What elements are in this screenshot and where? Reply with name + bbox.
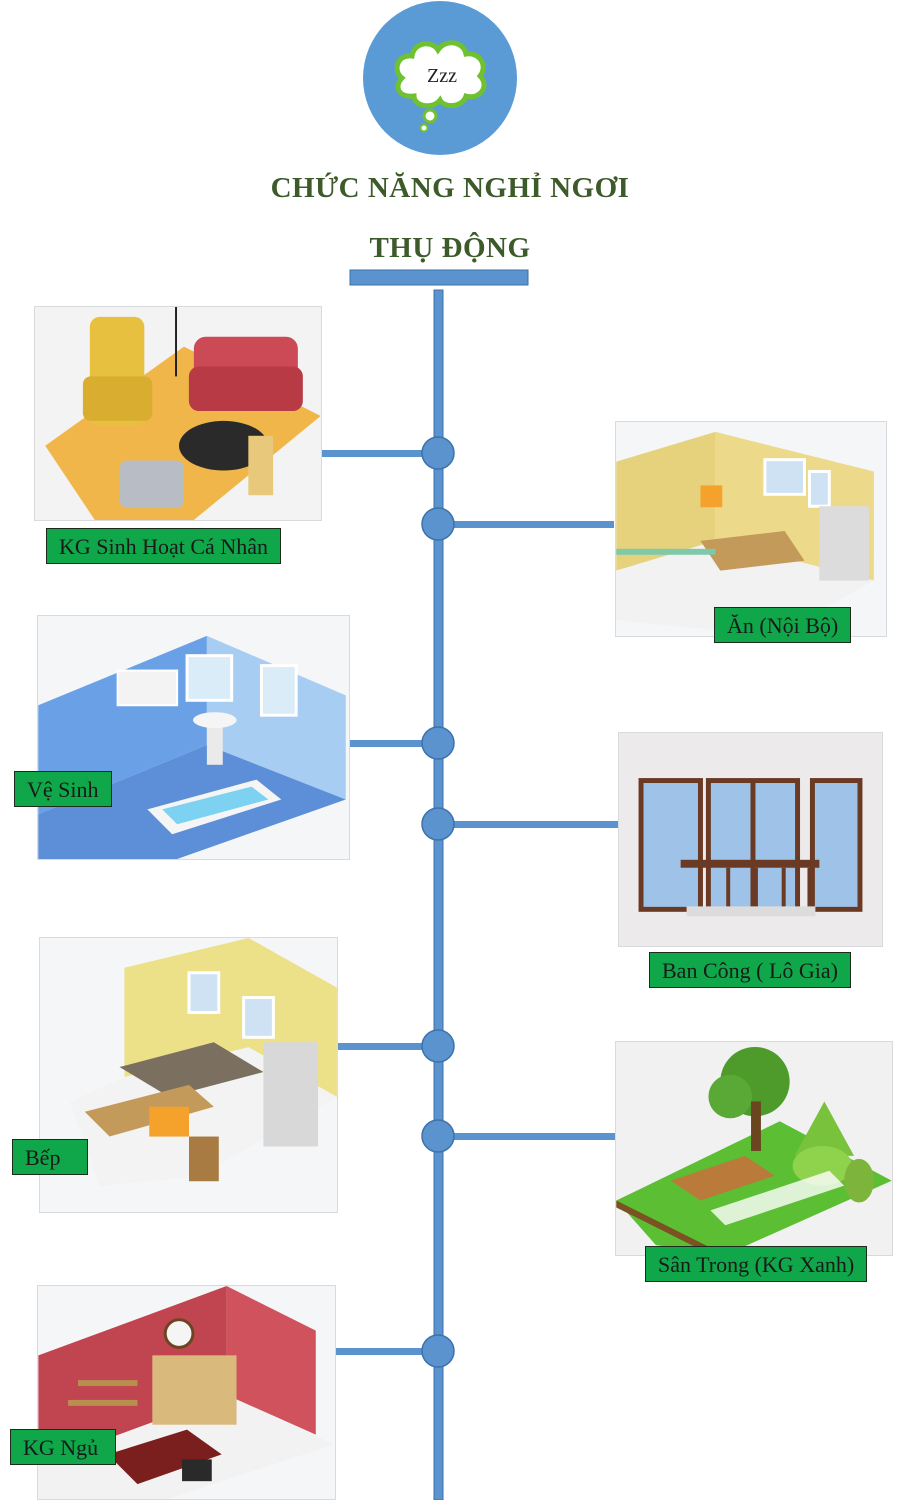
node-bedroom [421, 1334, 455, 1368]
node-dining [421, 507, 455, 541]
living-room-illustration [34, 306, 322, 521]
connector-bath [350, 740, 438, 747]
room-label-kitchen: Bếp [12, 1139, 88, 1175]
bedroom-illustration [37, 1285, 336, 1500]
balcony-illustration [618, 732, 883, 947]
connector-courtyard [438, 1133, 616, 1140]
room-label-dining: Ăn (Nội Bộ) [714, 607, 852, 643]
sleep-icon: Zzz [362, 0, 518, 156]
sleep-icon-text: Zzz [427, 65, 457, 87]
connector-living [322, 450, 438, 457]
timeline-top-bar [349, 269, 529, 286]
node-courtyard [421, 1119, 455, 1153]
node-kitchen [421, 1029, 455, 1063]
room-label-living: KG Sinh Hoạt Cá Nhân [46, 528, 281, 564]
connector-balcony [438, 821, 618, 828]
node-balcony [421, 807, 455, 841]
room-label-balcony: Ban Công ( Lô Gia) [649, 952, 851, 988]
connector-bedroom [336, 1348, 438, 1355]
courtyard-illustration [615, 1041, 893, 1256]
page-title: CHỨC NĂNG NGHỈ NGƠI [270, 172, 630, 204]
connector-kitchen [338, 1043, 438, 1050]
node-bath [421, 726, 455, 760]
room-label-bedroom: KG Ngủ [10, 1429, 116, 1465]
connector-dining [438, 521, 614, 528]
page-subtitle: THỤ ĐỘNG [369, 232, 531, 264]
node-living [421, 436, 455, 470]
dining-room-illustration [615, 421, 887, 637]
timeline-spine [433, 289, 444, 1501]
room-label-bath: Vệ Sinh [14, 771, 112, 807]
bathroom-illustration [37, 615, 350, 860]
kitchen-illustration [39, 937, 338, 1213]
room-label-courtyard: Sân Trong (KG Xanh) [645, 1246, 868, 1282]
